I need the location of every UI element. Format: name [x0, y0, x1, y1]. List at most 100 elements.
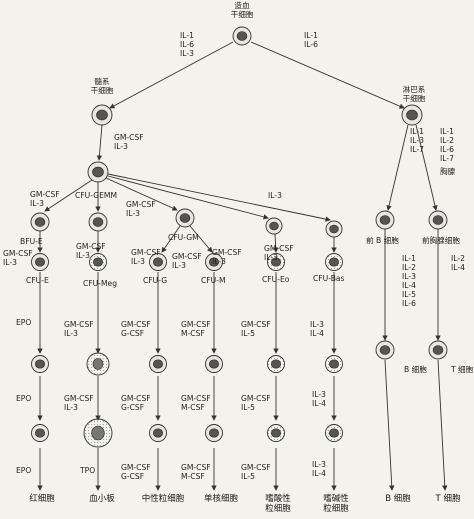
pre-t-cytokines: IL-2 IL-4	[451, 254, 465, 272]
m-cytokines-1: GM-CSF M-CSF	[181, 320, 211, 338]
pre-b-cytokines: IL-1 IL-2 IL-3 IL-4 IL-5 IL-6	[402, 254, 416, 308]
gemm-to-meg-cytokines: GM-CSF IL-3	[76, 242, 106, 260]
myeloid-to-gemm-cytokines: GM-CSF IL-3	[114, 133, 144, 151]
eo-cytokines-1: GM-CSF IL-5	[241, 320, 271, 338]
gm-to-m-cytokines: GM-CSF IL-3	[212, 248, 242, 266]
cfugm-cell	[175, 208, 195, 228]
m-cytokines-2: GM-CSF M-CSF	[181, 394, 211, 412]
monocyte-cell-row2	[205, 355, 223, 373]
b-cell	[375, 340, 395, 360]
arrow-b-to-bottom	[384, 359, 395, 491]
arrow-t-to-bottom	[437, 359, 448, 491]
hsc-label: 造血 干细胞	[230, 1, 254, 19]
g-cytokines-1: GM-CSF G-CSF	[121, 320, 151, 338]
megakaryocyte-cell-row2	[86, 352, 110, 376]
thymus-label: 胸腺	[440, 167, 456, 176]
monocyte-cell-row1	[205, 253, 223, 271]
bfue-cytokines: GM-CSF IL-3	[30, 190, 60, 208]
eo-progenitor-cell	[265, 217, 283, 235]
myeloid-stem-cell	[91, 104, 113, 126]
cfugm-cytokines: GM-CSF IL-3	[126, 200, 156, 218]
arrow-lymphoid-to-preb	[386, 124, 409, 211]
g-cytokines-2: GM-CSF G-CSF	[121, 394, 151, 412]
gm-to-g-cytokines: GM-CSF IL-3	[131, 248, 161, 266]
basophil-name: 嗜碱性 粒细胞	[323, 494, 349, 514]
lymphoid-stem-label: 淋巴系 干细胞	[402, 85, 426, 103]
il3-long-label: IL-3	[268, 191, 282, 200]
arrow-hsc-to-myeloid	[109, 41, 234, 109]
arrow-gemm-to-bas	[107, 173, 331, 222]
arrow-gemm-to-eo	[107, 175, 269, 220]
myeloid-stem-label: 髓系 干细胞	[90, 77, 114, 95]
eo-cytokines-2: GM-CSF IL-5	[241, 394, 271, 412]
pre-t-cell	[428, 210, 448, 230]
eosinophil-cell-row1	[267, 253, 285, 271]
basophil-cell-row1	[325, 253, 343, 271]
erythroid-cell-row3	[31, 424, 49, 442]
platelet-name: 血小板	[89, 494, 115, 504]
granulocyte-cell-row1	[149, 253, 167, 271]
eosinophil-cell-row3	[267, 424, 285, 442]
pre-b-cell	[375, 210, 395, 230]
lymphoid-stem-cell	[401, 104, 423, 126]
monocyte-name: 单核细胞	[203, 494, 238, 504]
bas-cytokines-1: IL-3 IL-4	[310, 320, 324, 338]
epo-label-1: EPO	[16, 318, 32, 327]
bas-cytokines-2: IL-3 IL-4	[312, 390, 326, 408]
gemm-to-eo-cytokines: GM-CSF IL-3	[264, 244, 294, 262]
epo-label-2: EPO	[16, 394, 32, 403]
t-cell-label: T 细胞	[451, 365, 474, 374]
hsc-cell	[232, 26, 252, 46]
arrow-gemm-to-gm	[105, 177, 178, 211]
eo-cytokines-3: GM-CSF IL-5	[241, 463, 271, 481]
pre-b-label: 前 B 细胞	[366, 236, 399, 245]
megakaryocyte-cell-row1	[89, 253, 107, 271]
b-cell-name: B 细胞	[385, 494, 411, 504]
cfug-label: CFU-G	[143, 276, 168, 285]
pre-t-label: 前胸腺细胞	[422, 236, 460, 245]
arrow-eo-to-cfueo	[273, 233, 279, 253]
gm-to-g-inner-cytokines: GM-CSF IL-3	[172, 252, 202, 270]
meg-cytokines-2: GM-CSF IL-3	[64, 394, 94, 412]
eosinophil-name: 嗜酸性 粒细胞	[265, 494, 291, 514]
arrow-gm-to-m	[189, 225, 213, 253]
cfugm-label: CFU-GM	[168, 233, 199, 242]
bas-cytokines-3: IL-3 IL-4	[312, 460, 326, 478]
arrow-hsc-to-lymphoid	[250, 41, 405, 109]
meg-cytokines-1: GM-CSF IL-3	[64, 320, 94, 338]
cfum-label: CFU-M	[201, 276, 226, 285]
arrow-myeloid-to-gemm	[96, 124, 103, 161]
megakaryocyte-cell-row3	[83, 418, 113, 448]
cfue-label: CFU-E	[26, 276, 49, 285]
b-cell-label: B 细胞	[404, 365, 427, 374]
hsc-lymphoid-cytokines: IL-1 IL-6	[304, 31, 318, 49]
cfu-gemm-cell	[87, 161, 109, 183]
tpo-label: TPO	[80, 466, 96, 475]
t-cell-name: T 细胞	[435, 494, 461, 504]
cfumeg-label: CFU-Meg	[83, 279, 118, 288]
cfubas-label: CFU-Bas	[313, 274, 345, 283]
monocyte-cell-row3	[205, 424, 223, 442]
basophil-cell-row2	[325, 355, 343, 373]
arrow-gemm-to-bfue	[44, 179, 93, 212]
neutrophil-name: 中性粒细胞	[141, 494, 185, 504]
m-cytokines-3: GM-CSF M-CSF	[181, 463, 211, 481]
epo-label-3: EPO	[16, 466, 32, 475]
arrow-gm-to-g	[161, 225, 181, 253]
cfueo-label: CFU-Eo	[262, 275, 290, 284]
lymph-t-cytokines: IL-1 IL-2 IL-6 IL-7	[440, 127, 454, 163]
bfue-to-cfue-cytokines: GM-CSF IL-3	[3, 249, 33, 267]
granulocyte-cell-row3	[149, 424, 167, 442]
lymph-b-cytokines: IL-1 IL-3 IL-7	[410, 127, 424, 154]
bfue-label: BFU-E	[20, 237, 43, 246]
bas-progenitor-cell	[325, 220, 343, 238]
erythroid-cell-row1	[31, 253, 49, 271]
eosinophil-cell-row2	[267, 355, 285, 373]
meg-progenitor-cell	[88, 212, 108, 232]
erythroid-cell-row2	[31, 355, 49, 373]
granulocyte-cell-row2	[149, 355, 167, 373]
cfu-gemm-label: CFU-GEMM	[75, 191, 118, 200]
t-cell	[428, 340, 448, 360]
rbc-name: 红细胞	[29, 494, 55, 504]
